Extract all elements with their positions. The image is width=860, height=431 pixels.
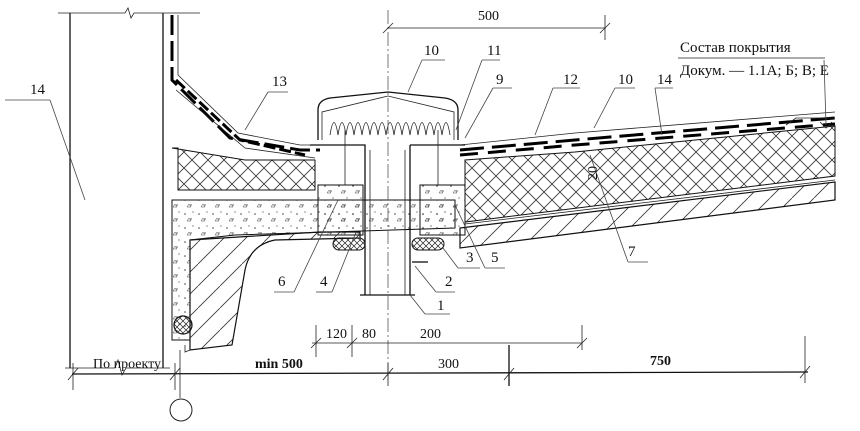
axis-marker (169, 350, 193, 422)
coating-note-line1: Состав покрытия (680, 40, 791, 56)
svg-text:14: 14 (30, 82, 46, 98)
sealing-cord (173, 315, 193, 335)
svg-text:6: 6 (278, 274, 286, 290)
dim-300-label: 300 (438, 357, 459, 372)
roof-drain (173, 91, 465, 335)
insulation (171, 125, 836, 225)
dim-po-proektu-label: По проекту (93, 357, 161, 372)
callout-6: 6 (274, 199, 339, 293)
roof-slab (184, 181, 836, 353)
svg-text:9: 9 (496, 72, 504, 88)
coating-note: Состав покрытия Докум. — 1.1А; Б; В; Е (678, 40, 833, 129)
dim-200-label: 200 (420, 327, 441, 342)
callout-13: 14 (654, 72, 673, 136)
callout-7: 7 (589, 154, 648, 263)
dim-row-bottom: По проекту min 500 300 750 (67, 336, 811, 390)
svg-text:12: 12 (563, 72, 578, 88)
svg-text:10: 10 (618, 72, 633, 88)
dim-120-label: 120 (326, 327, 347, 342)
dim-80-label: 80 (362, 327, 376, 342)
callout-9: 11 (455, 43, 501, 131)
dim-row-upper: 120 80 200 (310, 325, 588, 357)
membrane-layers (170, 15, 836, 159)
svg-text:4: 4 (320, 274, 328, 290)
dim-750-label: 750 (650, 354, 671, 369)
svg-text:2: 2 (445, 274, 453, 290)
svg-text:1: 1 (437, 298, 445, 314)
svg-text:5: 5 (491, 250, 499, 266)
callout-5: 5 (454, 204, 505, 269)
svg-text:14: 14 (657, 72, 673, 88)
svg-text:11: 11 (487, 43, 501, 59)
callout-1: 1 (409, 294, 450, 315)
callout-8: 10 (407, 43, 445, 93)
callout-10a: 9 (464, 72, 512, 139)
dim-20-label: 20 (586, 166, 601, 180)
dim-500-label: 500 (478, 9, 499, 24)
dim-top-500: 500 (382, 9, 611, 40)
svg-text:3: 3 (466, 250, 474, 266)
callout-3: 3 (442, 247, 480, 269)
svg-text:13: 13 (272, 74, 287, 90)
callout-10b: 10 (593, 72, 635, 129)
callout-12: 13 (244, 74, 288, 131)
callout-2: 2 (414, 265, 455, 293)
callout-11: 12 (534, 72, 580, 136)
callout-14: 14 (5, 82, 86, 201)
dim-min500-label: min 500 (255, 357, 303, 372)
callout-4: 4 (316, 231, 357, 293)
svg-text:10: 10 (424, 43, 439, 59)
coating-note-line2: Докум. — 1.1А; Б; В; Е (680, 63, 829, 79)
svg-text:7: 7 (628, 244, 636, 260)
parapet-wall (58, 7, 200, 377)
callouts: 14 13 10 11 9 12 10 14 7 6 4 3 5 2 1 (5, 43, 673, 315)
